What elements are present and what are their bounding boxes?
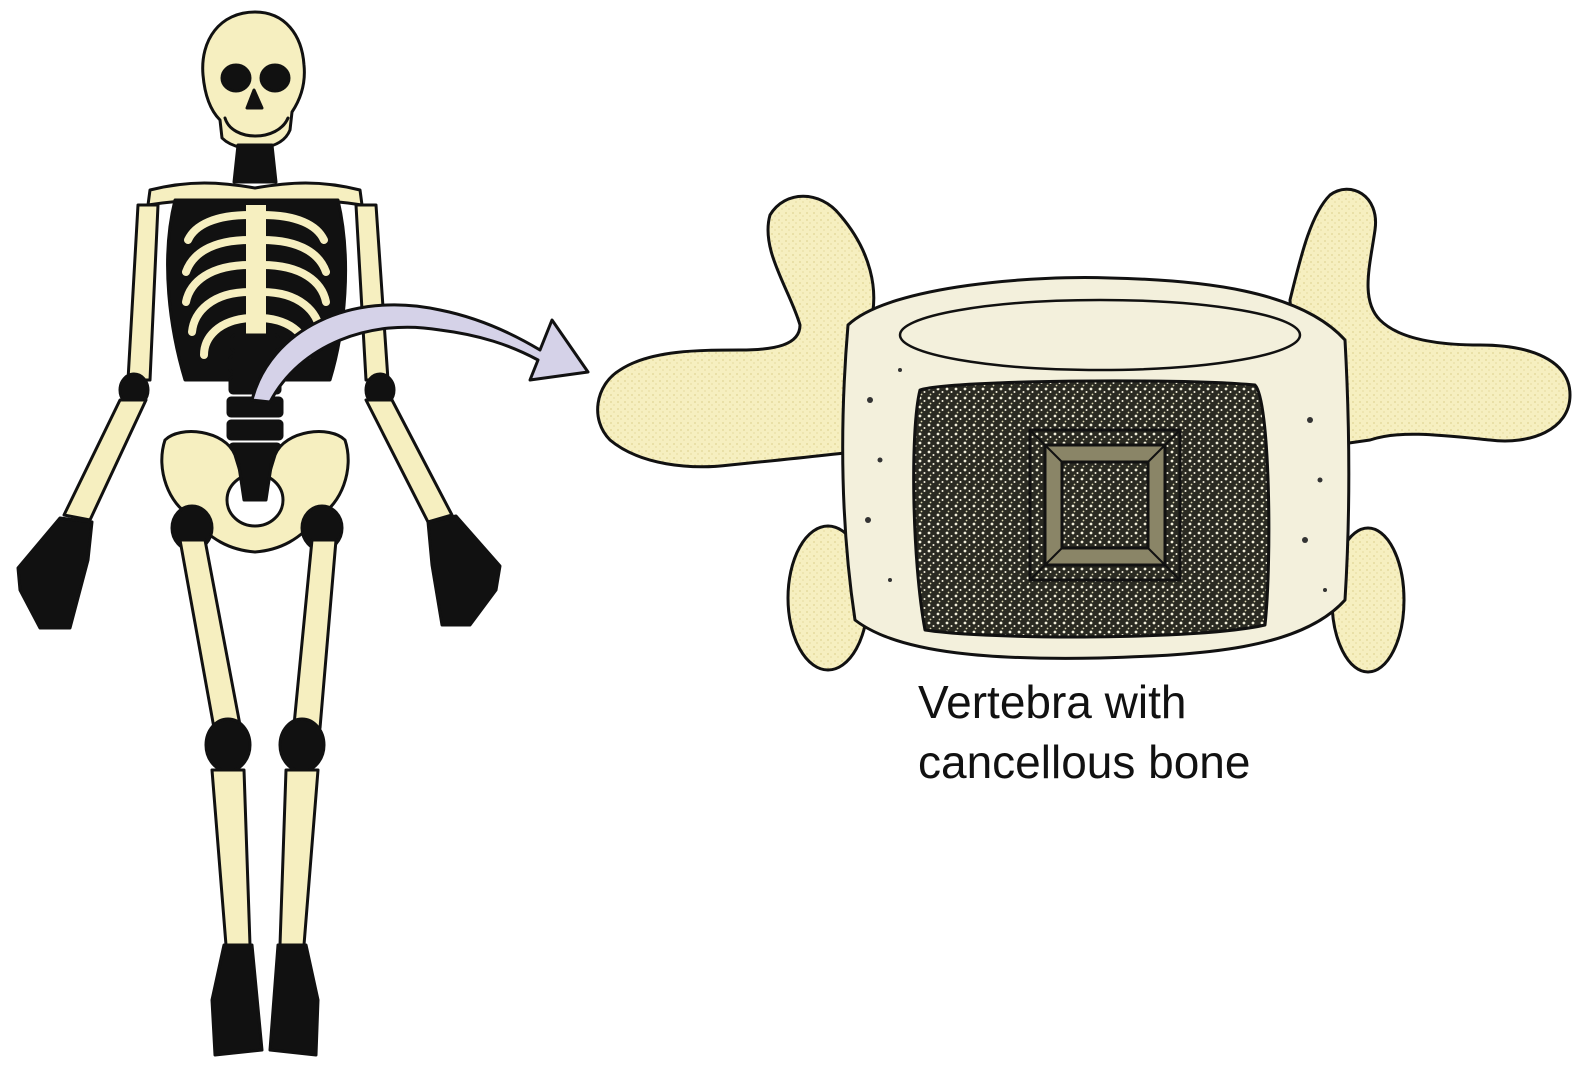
femur-right [294, 540, 336, 728]
sternum [246, 205, 266, 335]
eye-socket-right [261, 65, 289, 91]
femur-left [180, 540, 240, 728]
forearm-right [366, 400, 452, 522]
upper-arm-left [128, 205, 158, 380]
hand-left [18, 518, 92, 628]
upper-arm-right [356, 205, 388, 380]
caption-line-1: Vertebra with [918, 676, 1186, 728]
tibia-right [280, 770, 318, 945]
knee-left [206, 719, 250, 771]
sacrum [238, 460, 272, 500]
vertebra-illustration [598, 189, 1570, 672]
skeleton-illustration [18, 12, 500, 1055]
transverse-process-left [598, 196, 874, 466]
forearm-left [64, 400, 146, 520]
eye-socket-left [222, 65, 250, 91]
hand-right [428, 516, 500, 625]
neck-vertebrae [234, 145, 276, 182]
knee-right [280, 719, 324, 771]
foot-right [270, 945, 318, 1055]
vertebra-caption: Vertebra with cancellous bone [918, 676, 1250, 788]
tibia-left [212, 770, 250, 945]
caption-line-2: cancellous bone [918, 736, 1250, 788]
foot-left [212, 945, 262, 1055]
cancellous-detail-inner [1062, 462, 1148, 548]
